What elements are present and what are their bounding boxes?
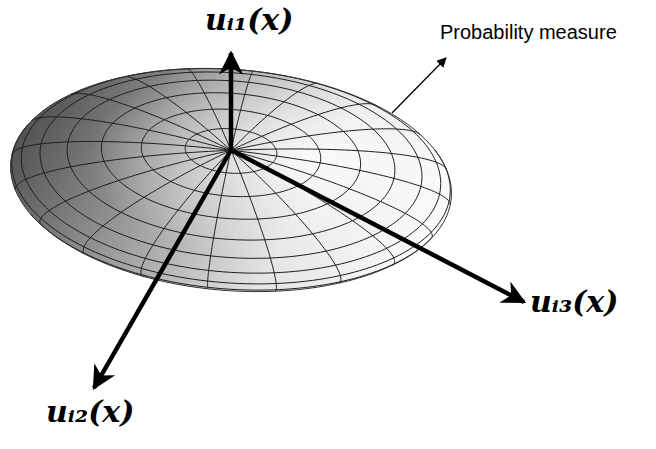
axis-label: uᵢ₁(x) [205,2,293,38]
grid-line [15,150,231,190]
grid-line [187,69,231,151]
grid-line [434,150,450,202]
axis-label: uᵢ₂(x) [46,394,134,430]
axis-arrow [94,150,231,388]
grid-line [40,150,231,224]
grid-line [231,129,420,151]
axis-label: uᵢ₃(x) [530,284,618,320]
grid-line [30,214,431,290]
grid-line [231,150,341,283]
grid-line [231,150,395,265]
grid-line [231,71,254,150]
axis-arrow [229,53,234,150]
axis-arrows [94,53,524,388]
grid-line [124,76,231,150]
callout-label: Probability measure [440,20,617,44]
grid-line [32,117,231,150]
grid-line [231,104,376,151]
leader-arrow [392,58,446,113]
grid-line [231,150,450,204]
axis-arrow [231,150,524,302]
grid-line [231,83,318,150]
